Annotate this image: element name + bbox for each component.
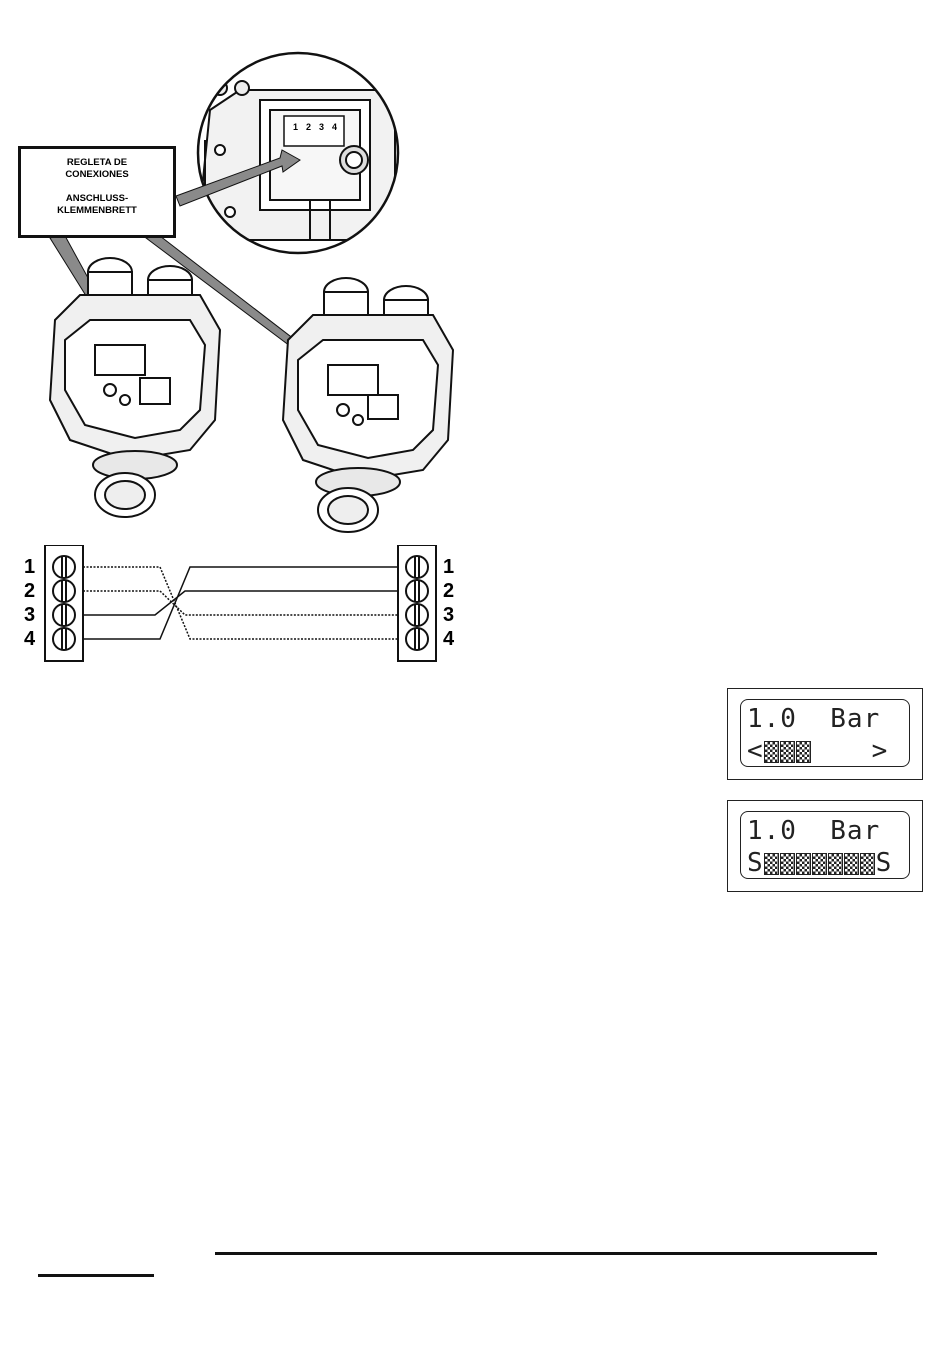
callout-line-1: REGLETA DE — [21, 157, 173, 169]
callout-line-3: ANSCHLUSS- — [21, 193, 173, 205]
lcd1-segment — [780, 741, 795, 763]
connection-strip-callout: REGLETA DE CONEXIONES ANSCHLUSS- KLEMMEN… — [18, 146, 176, 238]
lcd1-segment — [764, 741, 779, 763]
right-terminal-2: 2 — [443, 579, 463, 603]
wire-3-to-2 — [83, 591, 398, 615]
lcd1-segment — [796, 741, 811, 763]
lcd1-left-arrow: < — [747, 736, 764, 766]
lcd2-segment — [764, 853, 779, 875]
wire-4-to-1 — [83, 567, 398, 639]
callout-line-2: CONEXIONES — [21, 169, 173, 181]
right-terminal-3: 3 — [443, 603, 463, 627]
lcd2-segment — [796, 853, 811, 875]
footer-rule-main — [215, 1252, 877, 1255]
callout-line-4: KLEMMENBRETT — [21, 205, 173, 217]
lcd1-bar-line: <> — [747, 736, 903, 766]
lcd2-right-char: S — [876, 848, 893, 878]
lcd2-left-char: S — [747, 848, 764, 878]
footer-rule-short — [38, 1274, 154, 1277]
right-terminal-labels: 1 2 3 4 — [443, 555, 463, 651]
wire-2-to-3 — [83, 591, 398, 615]
lcd2-segment — [812, 853, 827, 875]
lcd2-pressure-readout: 1.0 Bar — [747, 816, 903, 846]
lcd2-segment — [780, 853, 795, 875]
left-pump-illustration — [40, 250, 240, 520]
right-terminal-1: 1 — [443, 555, 463, 579]
lcd1-pressure-readout: 1.0 Bar — [747, 704, 903, 734]
lcd2-segment — [828, 853, 843, 875]
right-terminal-4: 4 — [443, 627, 463, 651]
wire-1-to-4 — [83, 567, 398, 639]
lcd1-right-arrow: > — [872, 736, 889, 766]
arrow-to-inset — [176, 150, 300, 206]
lcd-display-progress: 1.0 Bar <> — [727, 688, 923, 780]
wiring-diagram — [40, 545, 440, 665]
right-pump-illustration — [268, 270, 468, 540]
lcd2-segment — [860, 853, 875, 875]
lcd2-segment — [844, 853, 859, 875]
